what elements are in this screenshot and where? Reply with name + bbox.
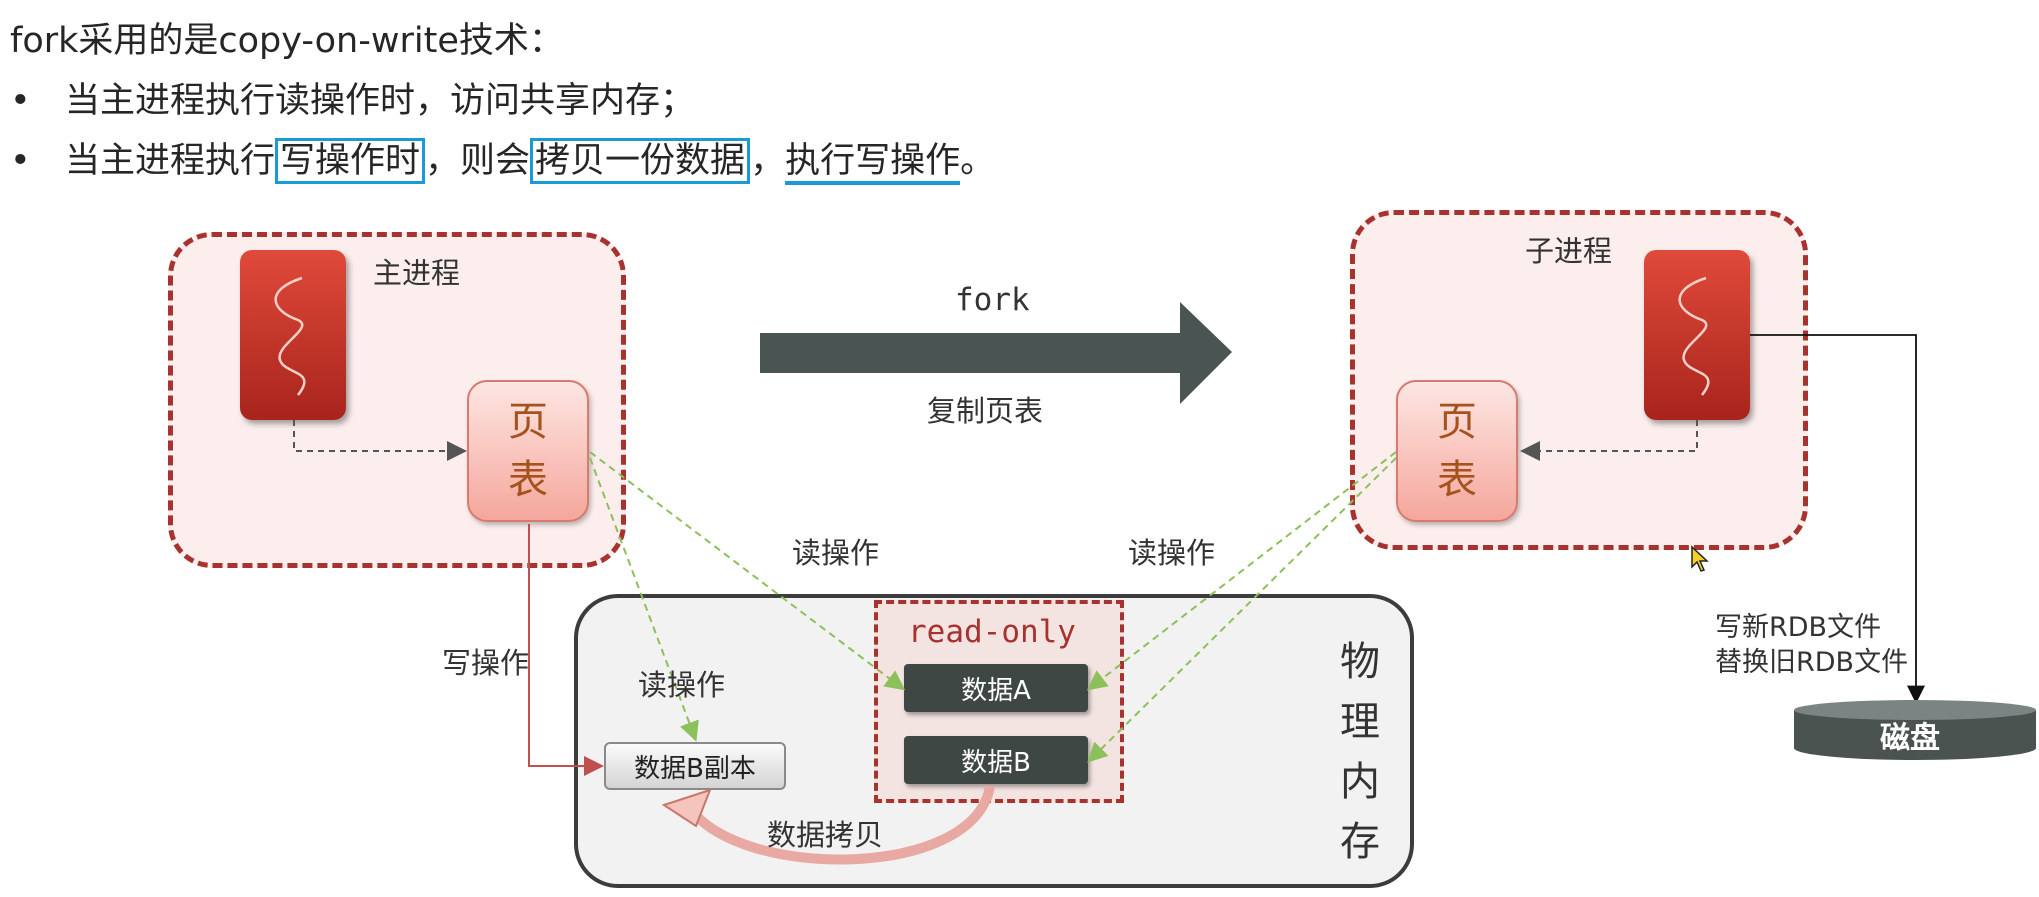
memory-char: 存 [1340, 819, 1380, 865]
bullet-write: • 当主进程执行写操作时，则会拷贝一份数据，执行写操作。 [10, 132, 996, 185]
bullet-read: • 当主进程执行读操作时，访问共享内存； [10, 72, 695, 123]
memory-char: 内 [1340, 759, 1380, 805]
highlight-write-op: 写操作时 [275, 138, 426, 184]
bullet-dot: • [10, 81, 31, 121]
fork-arrow-icon [760, 302, 1232, 404]
disk-icon [1794, 700, 2036, 760]
page-table-char: 页 [1437, 399, 1477, 445]
rdb-label: 写新RDB文件 替换旧RDB文件 [1715, 610, 1908, 680]
memory-char: 物 [1340, 639, 1380, 685]
data-b-copy-block: 数据B副本 [604, 742, 786, 790]
read-op-label-left: 读操作 [792, 536, 880, 570]
bullet-dot: • [10, 141, 31, 181]
read-only-label: read-only [908, 614, 1076, 650]
memory-char: 理 [1340, 699, 1380, 745]
page-table-char: 表 [508, 457, 548, 503]
bullet-write-text-3: ， [750, 141, 786, 181]
fork-label: fork [955, 282, 1030, 318]
data-copy-label: 数据拷贝 [767, 818, 884, 852]
read-op-label-right: 读操作 [1128, 536, 1216, 570]
bullet-read-text: 当主进程执行读操作时，访问共享内存； [65, 81, 696, 121]
bullet-write-text-1: 当主进程执行 [65, 141, 276, 181]
page-table-char: 页 [508, 399, 548, 445]
physical-memory-label: 物 理 内 存 [1338, 632, 1382, 872]
read-op-label-inner: 读操作 [638, 668, 726, 702]
cursor-icon [1691, 545, 1709, 572]
data-b-block: 数据B [904, 736, 1088, 784]
disk-label: 磁盘 [1880, 721, 1940, 756]
rdb-label-line: 替换旧RDB文件 [1715, 647, 1909, 678]
page-table-char: 表 [1437, 457, 1477, 503]
bullet-write-text-2: ，则会 [425, 141, 531, 181]
rdb-label-line: 写新RDB文件 [1715, 612, 1882, 643]
highlight-copy-data: 拷贝一份数据 [530, 138, 751, 184]
copy-page-table-label: 复制页表 [927, 394, 1044, 428]
page-title: fork采用的是copy-on-write技术： [10, 21, 564, 61]
underline-exec-write: 执行写操作 [785, 141, 961, 185]
child-page-table: 页 表 [1396, 380, 1518, 522]
bullet-write-text-4: 。 [960, 141, 996, 181]
data-a-block: 数据A [904, 664, 1088, 712]
redis-logo-icon [240, 250, 346, 420]
child-process-label: 子进程 [1525, 234, 1613, 268]
main-process-label: 主进程 [373, 256, 461, 290]
main-page-table: 页 表 [467, 380, 589, 522]
write-op-label: 写操作 [442, 646, 530, 680]
redis-logo-icon [1644, 250, 1750, 420]
